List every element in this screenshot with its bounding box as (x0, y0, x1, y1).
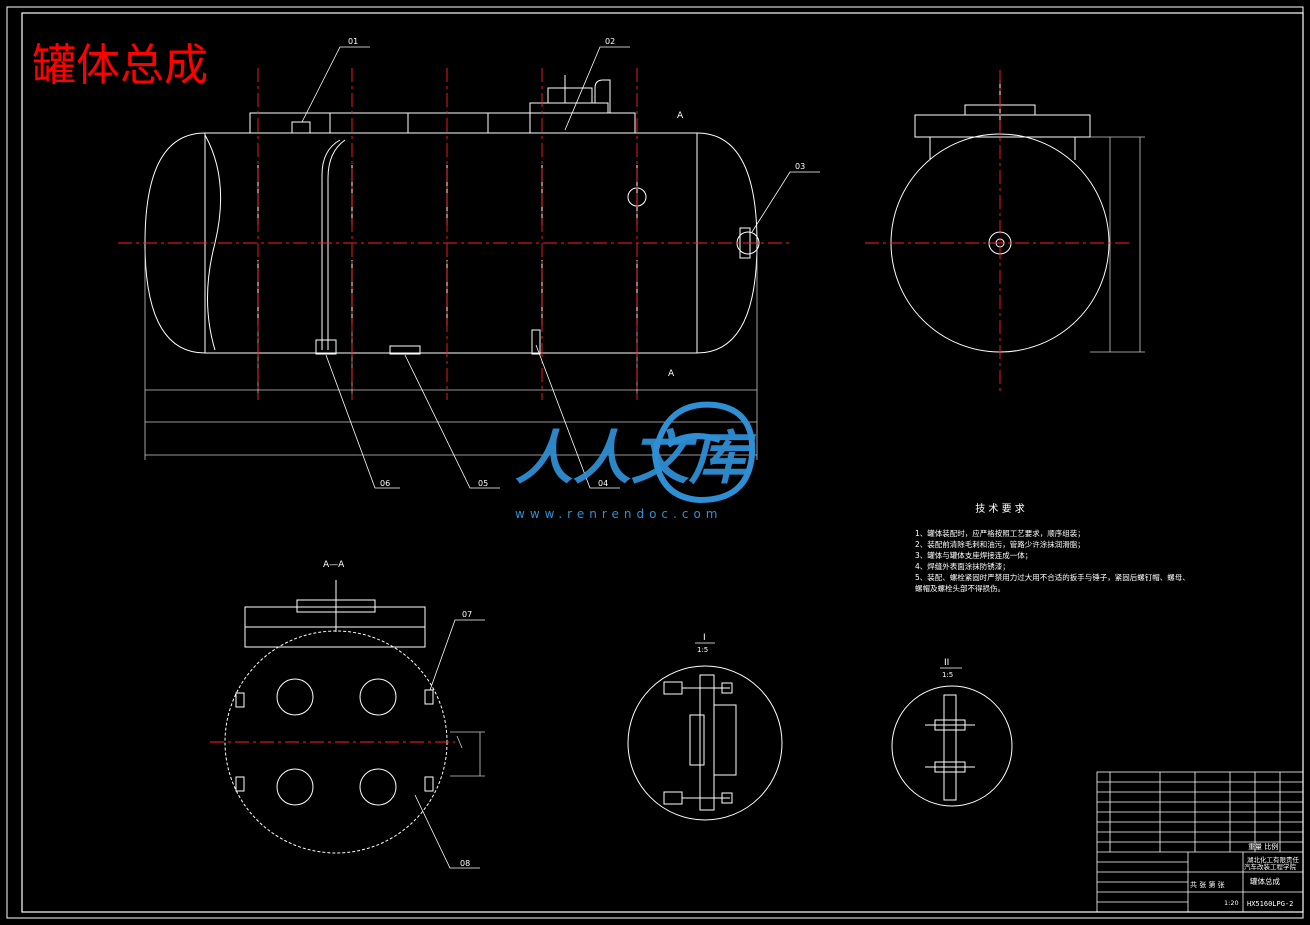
aa-bracket-2 (424, 689, 434, 705)
watermark-url: www.renrendoc.com (515, 507, 722, 521)
title-block-drawing-number: HX5160LPG-2 (1247, 900, 1293, 908)
aa-bracket-1 (235, 692, 245, 708)
support-mid (389, 345, 421, 355)
detail-1-circle (627, 665, 783, 821)
title-block-company-2: 汽车改装工程学院 (1244, 862, 1297, 871)
side-center-lines (865, 70, 1130, 395)
detail-1-scale: 1:5 (697, 646, 708, 654)
detail-1-title: I (703, 633, 706, 643)
watermark: 人人文库 www.renrendoc.com (515, 401, 757, 521)
watermark-logo-text: 人人文库 (515, 424, 757, 492)
title-block-mass-label: 重量 比例 (1248, 842, 1278, 851)
vent-pipe (594, 79, 611, 113)
tech-item-4: 4、焊缝外表面涂抹防锈漆； (915, 561, 1010, 571)
side-view (890, 80, 1145, 353)
callout-08: 08 (460, 859, 470, 868)
aa-hole-2 (359, 678, 397, 716)
tech-item-5: 5、装配、螺栓紧固时严禁用力过大用不合适的扳手与锤子，紧固后螺钉帽、螺母、 (915, 572, 1190, 582)
broken-line-left (204, 134, 222, 351)
title-block (1096, 771, 1304, 913)
support-right (531, 329, 541, 355)
tech-item-1: 1、罐体装配时，应严格按照工艺要求，顺序组装； (915, 528, 1085, 538)
detail-1-view (627, 665, 783, 821)
title-block-sheet: 共 张 第 张 (1190, 880, 1225, 889)
title-block-scale: 1:20 (1224, 899, 1239, 907)
tech-requirements: 技 术 要 求 1、罐体装配时，应严格按照工艺要求，顺序组装； 2、装配前清除毛… (915, 502, 1190, 593)
main-elevation-view (144, 75, 760, 460)
callout-05: 05 (478, 479, 488, 488)
callout-07: 07 (462, 610, 472, 619)
section-aa-title: A—A (323, 560, 345, 570)
watermark-logo-swoosh (651, 401, 756, 504)
support-left (315, 339, 337, 355)
small-box-01 (291, 121, 311, 134)
title-block-company-1: 湖北化工有限责任 (1247, 855, 1300, 864)
tech-item-2: 2、装配前清除毛刺和油污，管路少许涂抹润滑脂； (915, 539, 1085, 549)
baffle-marks (257, 165, 638, 325)
top-platform (249, 112, 636, 134)
section-mark-bottom: A (668, 369, 675, 379)
aa-bracket-3 (235, 776, 245, 792)
callout-04: 04 (598, 479, 608, 488)
section-aa-view (224, 580, 485, 869)
callout-06: 06 (380, 479, 390, 488)
callout-leaders (301, 46, 820, 489)
inner-pipe (321, 139, 346, 350)
drawing-title: 罐体总成 (32, 40, 208, 91)
title-block-drawing-name: 罐体总成 (1250, 876, 1280, 886)
detail-2-view (891, 685, 1013, 807)
main-center-lines (118, 68, 790, 400)
aa-hole-1 (276, 678, 314, 716)
detail-2-scale: 1:5 (942, 671, 953, 679)
tech-item-6: 螺帽及螺栓头部不得损伤。 (915, 583, 1005, 593)
section-mark-top: A (677, 111, 684, 121)
detail-2-title: II (944, 658, 949, 668)
aa-bracket-4 (424, 776, 434, 792)
callout-03: 03 (795, 162, 805, 171)
tech-item-3: 3、罐体与罐体支座焊接连成一体； (915, 550, 1032, 560)
callout-01: 01 (348, 37, 358, 46)
tech-heading: 技 术 要 求 (975, 502, 1025, 515)
callout-02: 02 (605, 37, 615, 46)
aa-hole-4 (359, 768, 397, 806)
manhole-neck (547, 87, 593, 104)
aa-hole-3 (276, 768, 314, 806)
drawing-frame (21, 12, 1304, 913)
detail-2-circle (891, 685, 1013, 807)
